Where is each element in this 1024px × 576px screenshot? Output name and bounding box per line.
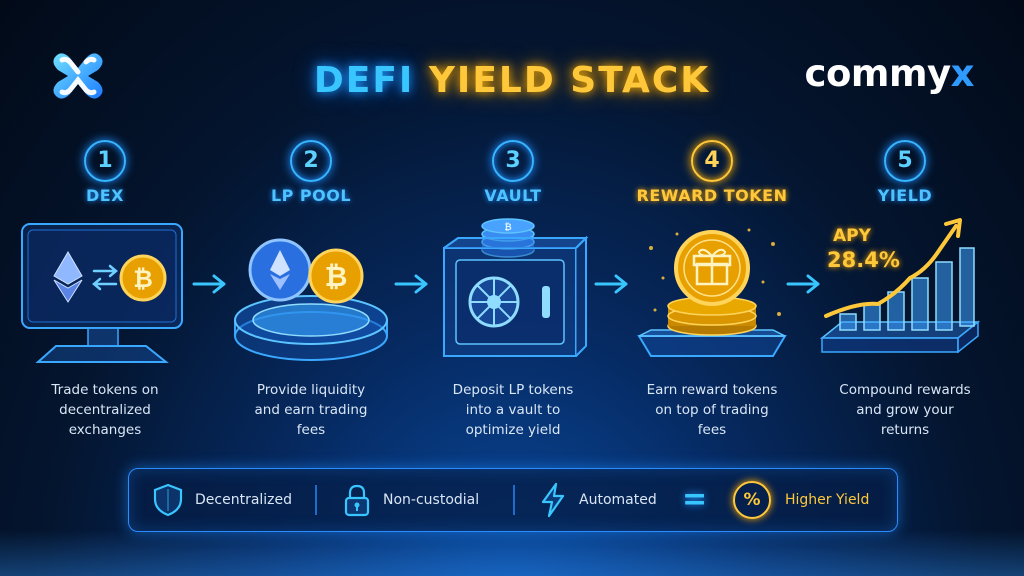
svg-text:₿: ₿ xyxy=(504,222,511,233)
bottom-glow xyxy=(0,530,1024,576)
apy-value: 28.4% xyxy=(827,248,900,272)
lock-icon xyxy=(344,484,370,517)
growth-chart-icon xyxy=(819,218,981,354)
step-number: 2 xyxy=(290,140,332,182)
benefit-label: Automated xyxy=(579,492,657,508)
swap-arrows-icon xyxy=(92,264,118,291)
step-label: VAULT xyxy=(484,186,542,205)
svg-text:₿: ₿ xyxy=(133,265,153,293)
page-title: DEFI YIELD STACK xyxy=(0,60,1024,101)
step-yield: 5 YIELD APY 28.4% Compound rewards and g… xyxy=(819,140,981,450)
arrow-right-icon xyxy=(786,274,820,294)
growth-bars xyxy=(839,247,975,331)
step-description: Deposit LP tokens into a vault to optimi… xyxy=(452,382,574,438)
step-description: Provide liquidity and earn trading fees xyxy=(254,382,368,438)
benefit-decentralized: Decentralized xyxy=(153,469,292,531)
vault-safe-icon: ₿ xyxy=(443,218,589,357)
step-number: 1 xyxy=(84,140,126,182)
title-part-defi: DEFI xyxy=(313,60,415,101)
divider xyxy=(315,485,317,515)
arrow-right-icon xyxy=(394,274,428,294)
step-label: LP POOL xyxy=(270,186,352,205)
benefit-automated: Automated xyxy=(539,469,657,531)
brand-wordmark: commyx xyxy=(804,52,975,95)
ethereum-coin-icon xyxy=(248,238,312,302)
benefit-non-custodial: Non-custodial xyxy=(343,469,479,531)
step-reward-token: 4 REWARD TOKEN Earn reward tokens xyxy=(637,140,787,450)
step-dex: 1 DEX ₿ Trade tokens on decentralized ex… xyxy=(21,140,183,450)
step-number: 4 xyxy=(691,140,733,182)
step-description: Compound rewards and grow your returns xyxy=(839,382,971,438)
step-label: DEX xyxy=(85,186,125,205)
step-description: Earn reward tokens on top of trading fee… xyxy=(646,382,778,438)
brand-accent: x xyxy=(950,52,975,95)
step-description: Trade tokens on decentralized exchanges xyxy=(51,382,159,438)
trend-line xyxy=(824,224,958,318)
benefit-higher-yield: % Higher Yield xyxy=(733,469,869,531)
bitcoin-icon: ₿ xyxy=(119,254,167,302)
step-label: YIELD xyxy=(877,186,933,205)
shield-icon xyxy=(153,483,183,517)
divider xyxy=(513,485,515,515)
vault-handle xyxy=(542,286,550,318)
brand-logo-icon xyxy=(53,53,103,99)
dex-screen-icon: ₿ xyxy=(21,223,183,363)
sparkle-icon xyxy=(649,228,781,316)
reward-token-icon xyxy=(637,228,787,357)
liquidity-pool-icon: ₿ xyxy=(234,238,388,361)
step-vault: 3 VAULT ₿ Deposit LP tokens into a vault… xyxy=(438,140,589,450)
brand-main: commy xyxy=(804,52,952,95)
arrow-right-icon xyxy=(192,274,226,294)
vault-dial-icon xyxy=(468,276,520,328)
percent-icon: % xyxy=(733,481,771,519)
benefit-label: Non-custodial xyxy=(383,492,480,508)
step-number: 5 xyxy=(884,140,926,182)
step-number: 3 xyxy=(492,140,534,182)
lightning-icon xyxy=(541,482,565,518)
gift-coin-icon xyxy=(674,230,750,306)
benefit-label: Higher Yield xyxy=(785,492,870,508)
apy-label: APY xyxy=(833,226,871,246)
benefits-bar: Decentralized Non-custodial Automated = … xyxy=(128,468,898,532)
bitcoin-coin-icon: ₿ xyxy=(308,248,364,304)
equals-sign: = xyxy=(682,482,708,517)
svg-text:₿: ₿ xyxy=(325,260,348,293)
benefit-label: Decentralized xyxy=(195,492,293,508)
arrow-right-icon xyxy=(594,274,628,294)
step-label: REWARD TOKEN xyxy=(636,186,788,205)
trend-arrow-icon xyxy=(944,218,962,238)
title-part-yield-stack: YIELD STACK xyxy=(428,60,711,101)
step-lp-pool: 2 LP POOL ₿ Provide liquidity and earn t… xyxy=(234,140,388,450)
ethereum-icon xyxy=(53,251,83,303)
